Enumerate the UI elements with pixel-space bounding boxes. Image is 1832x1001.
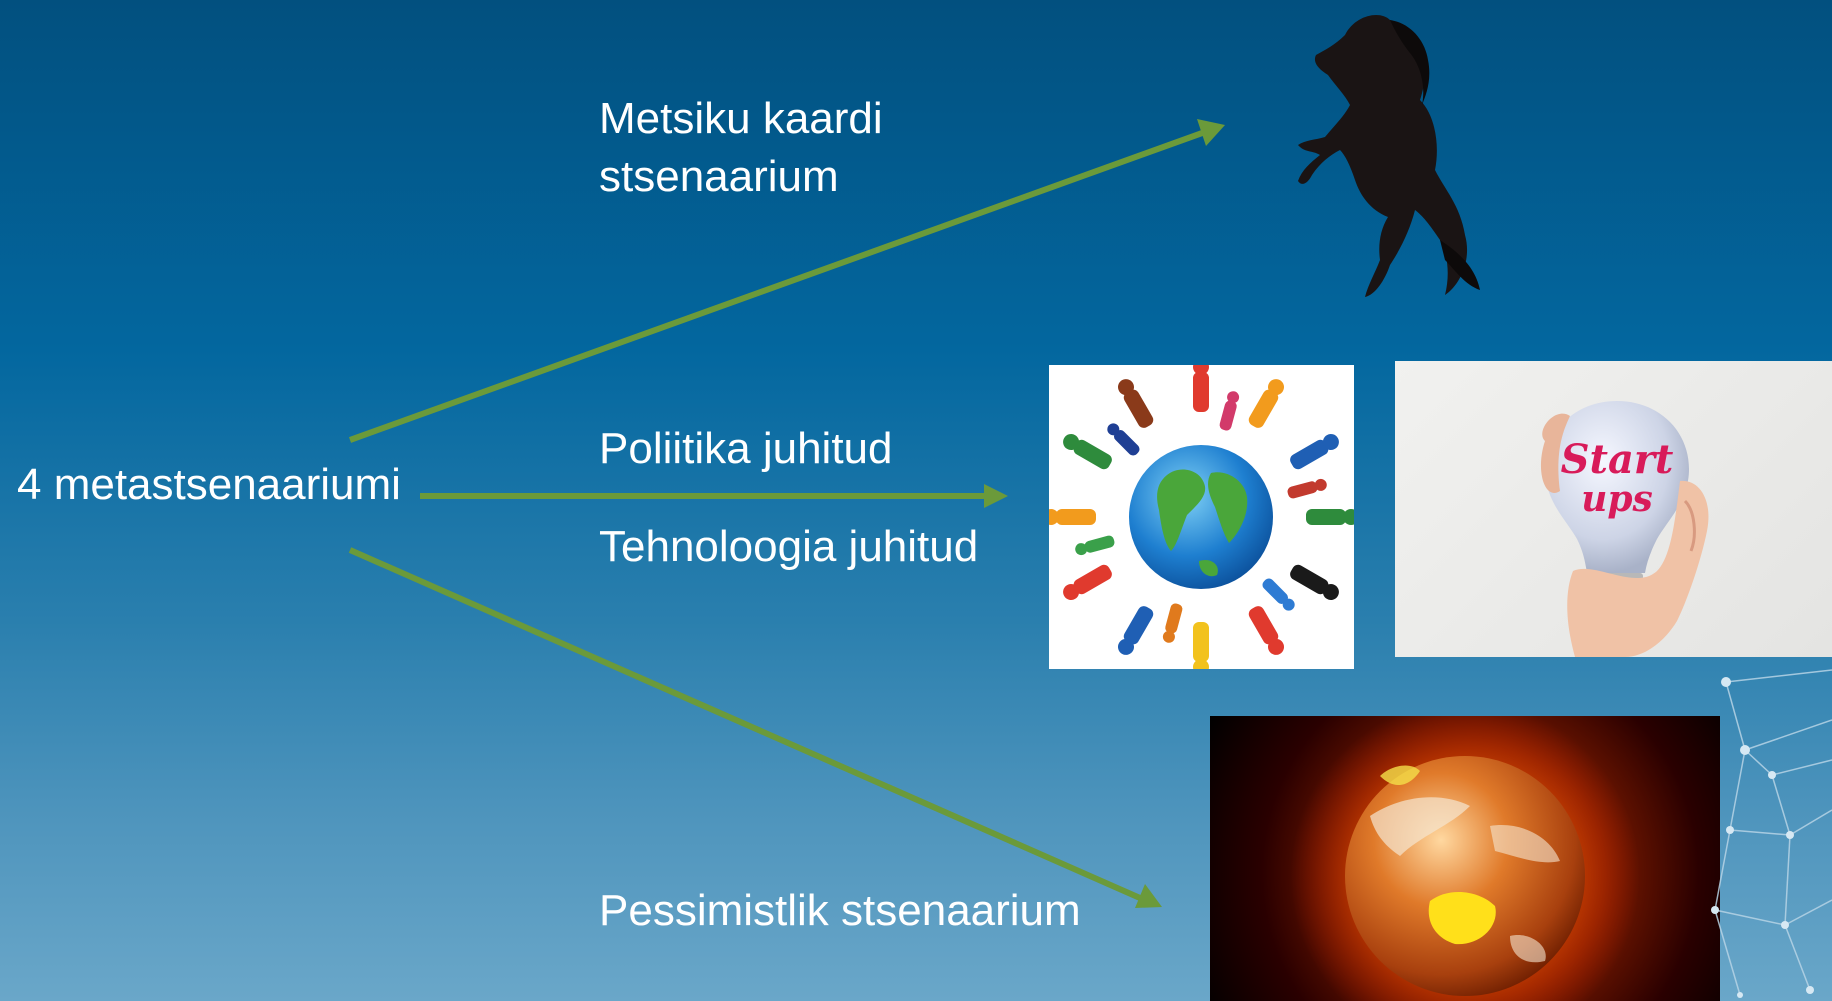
startup-bulb-image: Start ups — [1395, 361, 1832, 657]
pessimistic-scenario-label: Pessimistlik stsenaarium — [599, 882, 1081, 940]
globe-people-image — [1049, 365, 1354, 669]
wildcard-scenario-label: Metsiku kaardi stsenaarium — [599, 90, 883, 206]
globe-people-icon — [1049, 365, 1354, 669]
lightbulb-icon: Start ups — [1395, 361, 1832, 657]
policy-driven-label: Poliitika juhitud — [599, 420, 893, 478]
burning-earth-icon — [1210, 716, 1720, 1001]
arrow-right-icon — [420, 484, 1008, 508]
network-decor-icon — [1700, 660, 1832, 1001]
wildcard-line-2: stsenaarium — [599, 148, 883, 206]
startup-text-line-2: ups — [1581, 478, 1653, 520]
arrow-down-right-icon — [350, 550, 1162, 908]
horse-icon — [1250, 5, 1500, 305]
wildcard-line-1: Metsiku kaardi — [599, 90, 883, 148]
startup-text-line-1: Start — [1561, 436, 1674, 483]
technology-driven-label: Tehnoloogia juhitud — [599, 518, 978, 576]
source-label: 4 metastsenaariumi — [17, 456, 401, 514]
burning-earth-image — [1210, 716, 1720, 1001]
